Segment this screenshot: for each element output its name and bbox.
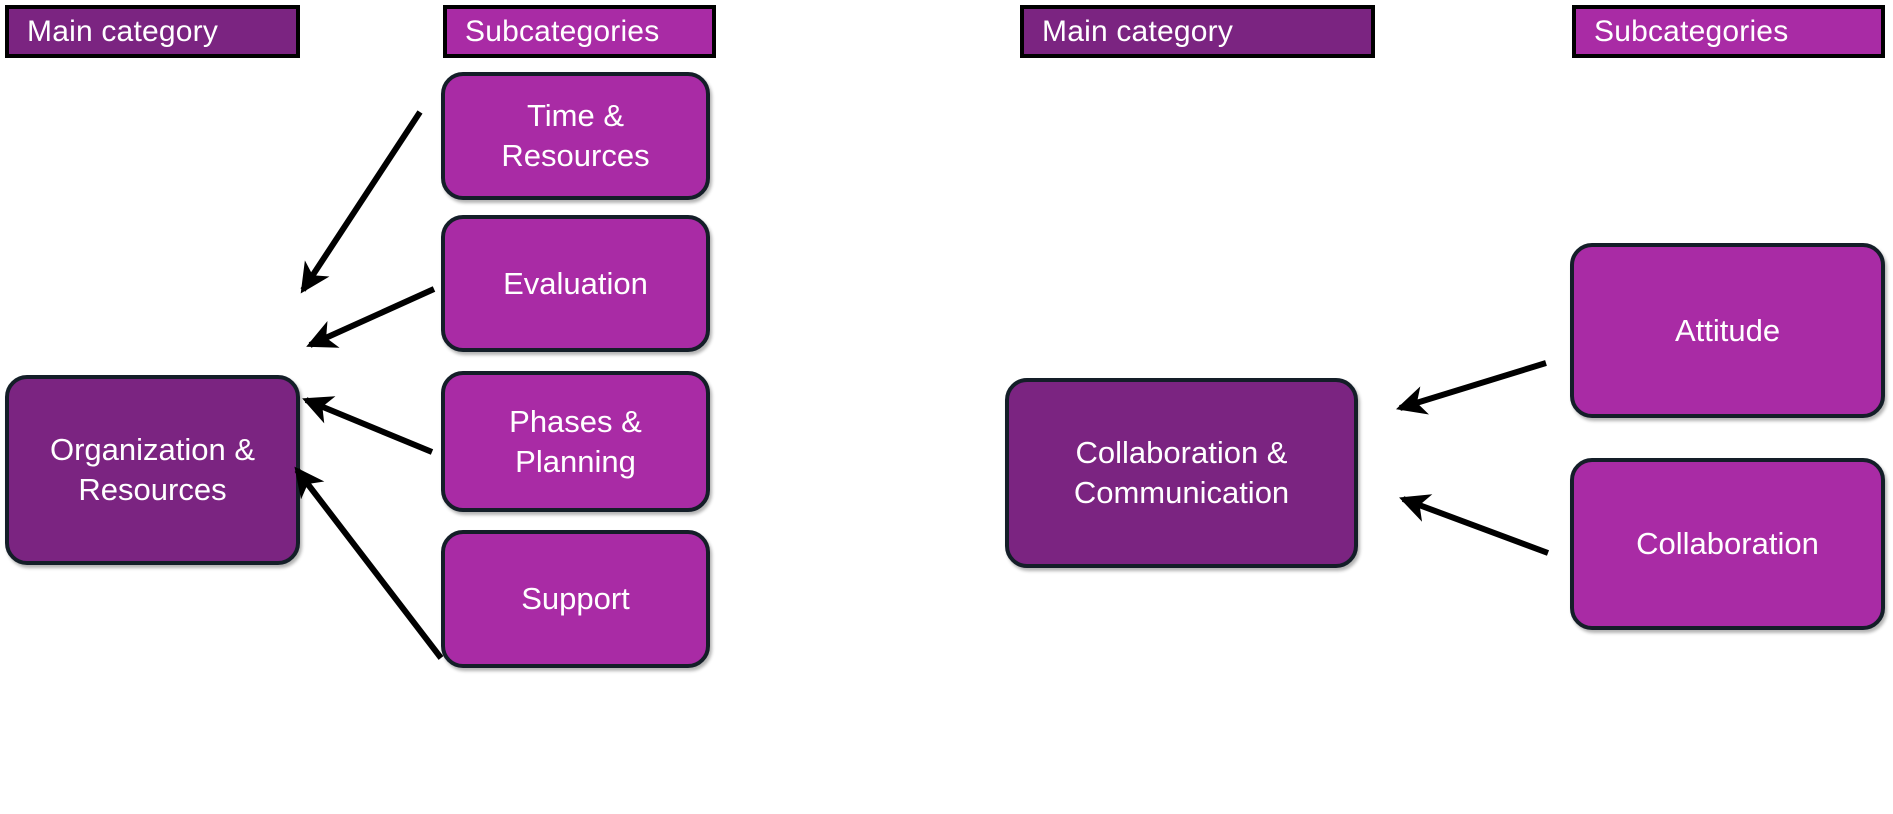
node-support-label: Support (521, 581, 630, 617)
header-main-category-left: Main category (5, 5, 300, 58)
arrow-time-resources-to-organization (300, 110, 423, 294)
node-time-and-resources[interactable]: Time & Resources (441, 72, 710, 200)
node-collaboration[interactable]: Collaboration (1570, 458, 1885, 630)
arrow-support-to-organization (294, 466, 444, 660)
node-support[interactable]: Support (441, 530, 710, 668)
header-main-category-right: Main category (1020, 5, 1375, 58)
arrow-evaluation-to-organization (306, 286, 436, 348)
header-main-category-right-label: Main category (1042, 14, 1234, 48)
header-subcategories-left-label: Subcategories (465, 14, 660, 48)
arrow-phases-planning-to-organization (302, 396, 434, 455)
arrow-attitude-to-collaboration-communication (1395, 360, 1547, 415)
node-evaluation[interactable]: Evaluation (441, 215, 710, 352)
node-evaluation-label: Evaluation (503, 265, 648, 301)
node-collaboration-and-communication[interactable]: Collaboration & Communication (1005, 378, 1358, 568)
node-organization-and-resources[interactable]: Organization & Resources (5, 375, 300, 565)
header-subcategories-right-label: Subcategories (1594, 14, 1789, 48)
node-phases-and-planning[interactable]: Phases & Planning (441, 371, 710, 512)
header-subcategories-left: Subcategories (443, 5, 716, 58)
node-organization-and-resources-label: Organization & Resources (49, 432, 256, 507)
header-subcategories-right: Subcategories (1572, 5, 1885, 58)
node-collaboration-label: Collaboration (1636, 526, 1819, 562)
arrow-collaboration-to-collaboration-communication (1399, 494, 1550, 556)
node-collaboration-and-communication-label: Collaboration & Communication (1073, 435, 1290, 510)
node-attitude[interactable]: Attitude (1570, 243, 1885, 418)
node-time-and-resources-label: Time & Resources (501, 98, 650, 173)
node-phases-and-planning-label: Phases & Planning (509, 403, 642, 479)
node-attitude-label: Attitude (1674, 312, 1781, 348)
header-main-category-left-label: Main category (27, 14, 219, 48)
